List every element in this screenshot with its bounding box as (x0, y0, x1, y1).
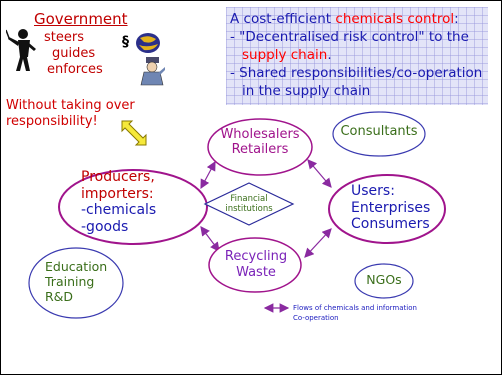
link-recycling-users (304, 228, 332, 258)
recycling-ellipse (208, 237, 302, 293)
education-ellipse (28, 247, 124, 319)
info-line-4: - Shared responsibilities/co-operation (230, 65, 483, 81)
gov-verb-guides: guides (52, 46, 96, 61)
node-wholesalers: Wholesalers Retailers (220, 127, 300, 157)
gov-note-line1: Without taking over (6, 98, 135, 113)
node-ngos: NGOs (366, 272, 402, 287)
info-line-1: A cost-efficient chemicals control: (230, 11, 459, 27)
legend-flows-label: Flows of chemicals and information (293, 304, 417, 312)
node-consultants: Consultants (340, 124, 418, 139)
info-line-5: in the supply chain (242, 83, 371, 99)
gov-verb-enforces: enforces (47, 62, 103, 77)
info-line-3: supply chain. (242, 47, 332, 63)
gov-note-line2: responsibility! (6, 114, 98, 129)
consultants-ellipse (332, 111, 426, 157)
wholesalers-ellipse (207, 118, 313, 176)
link-producers-recycling (200, 226, 220, 252)
users-ellipse (328, 174, 446, 244)
government-title: Government (34, 10, 128, 28)
info-highlight-supply-chain: supply chain (242, 47, 328, 63)
legend-cooperation-label: Co-operation (293, 314, 339, 322)
financial-diamond (203, 182, 295, 226)
node-education: Education Training R&D (45, 259, 108, 304)
producers-ellipse (58, 169, 208, 245)
node-users: Users: Enterprises Consumers (351, 183, 431, 232)
node-producers: Producers, importers: -chemicals -goods (81, 169, 157, 235)
node-financial: Financial institutions (225, 194, 273, 214)
police-officer-icon (140, 57, 165, 86)
link-wholesalers-users (307, 159, 332, 188)
section-symbol: § (122, 34, 129, 50)
ngos-ellipse (354, 263, 414, 299)
info-line-2: - "Decentralised risk control" to the (230, 29, 469, 45)
conductor-figure-icon (6, 29, 36, 71)
link-producers-wholesalers (200, 160, 216, 190)
globe-icon (136, 33, 160, 53)
double-arrow-icon (121, 120, 147, 146)
node-recycling: Recycling Waste (224, 249, 288, 280)
info-box: A cost-efficient chemicals control: - "D… (226, 7, 488, 105)
gov-verb-steers: steers (44, 30, 84, 45)
info-highlight-chemicals-control: chemicals control (335, 11, 455, 27)
